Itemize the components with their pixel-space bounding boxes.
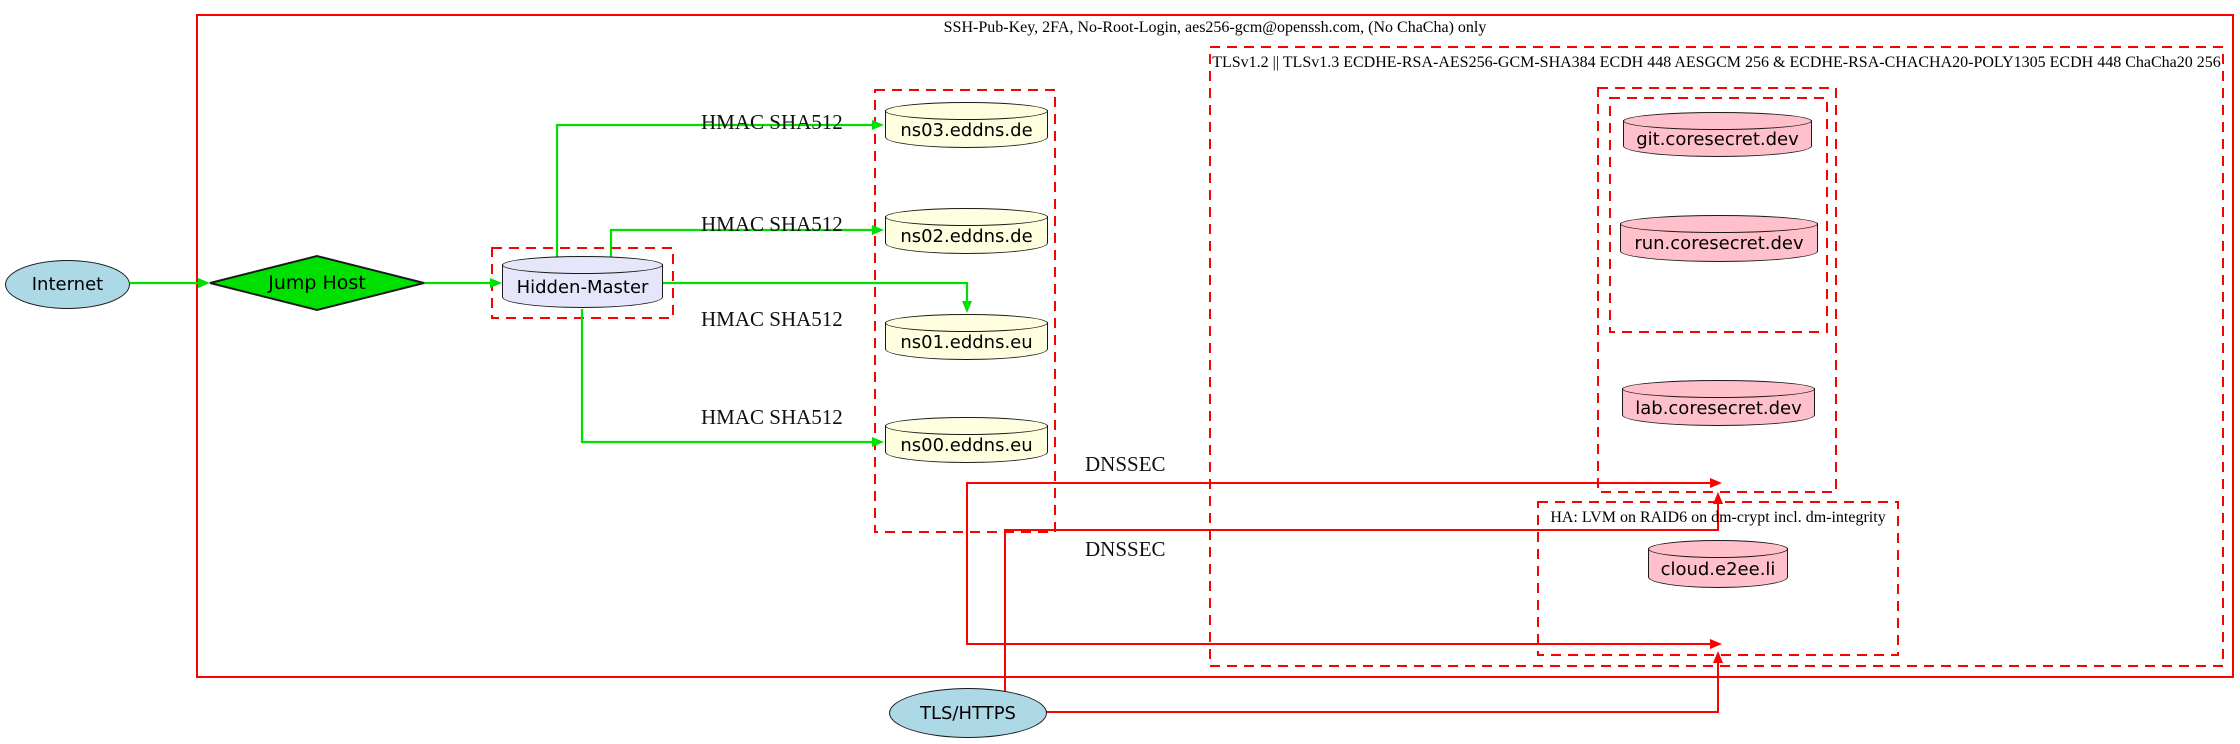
cluster-box-ssh <box>196 14 2234 678</box>
node-ns03: ns03.eddns.de <box>885 102 1048 148</box>
cluster-label-ha: HA: LVM on RAID6 on dm-crypt incl. dm-in… <box>1550 509 1886 526</box>
arrowhead <box>490 278 502 288</box>
cylinder-top <box>885 102 1048 120</box>
edge-tls-ha <box>1045 663 1719 713</box>
edge-ns-dnssec-coresecret <box>966 482 1710 532</box>
node-internet: Internet <box>5 260 130 309</box>
cylinder-top <box>1620 215 1818 233</box>
arrowhead <box>872 437 884 447</box>
cluster-box-nameservers <box>874 89 1056 533</box>
node-tls-https-label: TLS/HTTPS <box>919 702 1016 724</box>
node-ns02: ns02.eddns.de <box>885 208 1048 254</box>
cylinder-top <box>1623 112 1812 130</box>
node-jump-host-label: Jump Host <box>268 272 366 294</box>
edge-tls-coresecret <box>1004 504 1719 692</box>
arrowhead <box>1710 639 1722 649</box>
node-ns01: ns01.eddns.eu <box>885 314 1048 360</box>
cylinder-top <box>502 256 663 274</box>
edge-label-hmac-ns00: HMAC SHA512 <box>701 405 843 429</box>
node-ns01-label: ns01.eddns.eu <box>900 331 1033 353</box>
edge-hiddenmaster-ns00 <box>580 309 872 444</box>
edge-label-hmac-ns03: HMAC SHA512 <box>701 110 843 134</box>
arrowhead <box>1713 651 1723 663</box>
arrowhead <box>872 225 884 235</box>
cylinder-top <box>1648 540 1788 558</box>
edge-label-hmac-ns01: HMAC SHA512 <box>701 307 843 331</box>
edge-label-hmac-ns02: HMAC SHA512 <box>701 212 843 236</box>
node-ns03-label: ns03.eddns.de <box>900 119 1033 141</box>
edge-hiddenmaster-ns02 <box>609 228 872 260</box>
edge-hiddenmaster-ns03 <box>555 123 872 260</box>
node-lab-coresecret-label: lab.coresecret.dev <box>1635 397 1802 419</box>
node-ns00: ns00.eddns.eu <box>885 417 1048 463</box>
cluster-label-tls: TLSv1.2 || TLSv1.3 ECDHE-RSA-AES256-GCM-… <box>1212 54 2221 71</box>
cluster-box-coresecret-outer <box>1597 87 1837 493</box>
node-tls-https: TLS/HTTPS <box>889 688 1047 738</box>
node-hidden-master-label: Hidden-Master <box>516 276 649 298</box>
arrowhead <box>1710 478 1722 488</box>
cylinder-top <box>885 208 1048 226</box>
cylinder-top <box>885 417 1048 435</box>
cluster-label-ssh: SSH-Pub-Key, 2FA, No-Root-Login, aes256-… <box>943 19 1487 36</box>
edge-label-dnssec-2: DNSSEC <box>1085 537 1166 561</box>
arrowhead <box>962 301 972 313</box>
node-hidden-master: Hidden-Master <box>502 256 663 308</box>
arrowhead <box>198 278 210 288</box>
cylinder-top <box>1622 380 1815 398</box>
cluster-box-coresecret-inner <box>1609 97 1828 333</box>
edge-ns-dnssec-ha <box>966 532 1710 645</box>
node-cloud-e2ee: cloud.e2ee.li <box>1648 540 1788 588</box>
node-jump-host-shape <box>209 254 425 312</box>
node-git-coresecret-label: git.coresecret.dev <box>1636 129 1799 150</box>
edge-label-dnssec-1: DNSSEC <box>1085 452 1166 476</box>
cylinder-top <box>885 314 1048 332</box>
edge-hiddenmaster-ns01 <box>663 281 969 301</box>
arrowhead <box>1713 492 1723 504</box>
node-internet-label: Internet <box>31 274 104 295</box>
node-cloud-e2ee-label: cloud.e2ee.li <box>1660 558 1776 580</box>
node-run-coresecret: run.coresecret.dev <box>1620 215 1818 262</box>
node-ns00-label: ns00.eddns.eu <box>900 434 1033 456</box>
node-git-coresecret: git.coresecret.dev <box>1623 112 1812 157</box>
arrowhead <box>872 120 884 130</box>
node-lab-coresecret: lab.coresecret.dev <box>1622 380 1815 426</box>
node-ns02-label: ns02.eddns.de <box>900 225 1033 247</box>
node-run-coresecret-label: run.coresecret.dev <box>1634 233 1804 254</box>
